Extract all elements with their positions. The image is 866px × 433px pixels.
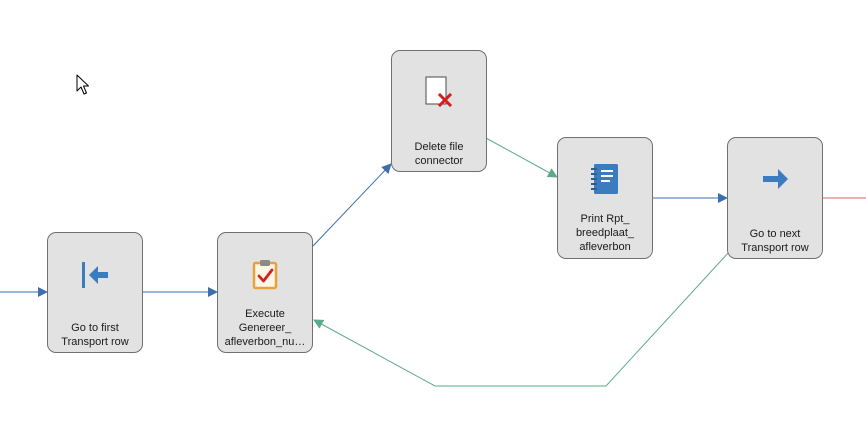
connector-execute-to-delete-file[interactable] <box>312 163 392 247</box>
arrow-right-icon <box>728 163 822 195</box>
clipboard-check-icon <box>218 258 312 290</box>
node-label: Go to next Transport row <box>741 228 809 254</box>
node-label: Print Rpt_ breedplaat_ afleverbon <box>575 213 635 253</box>
node-label: Delete file connector <box>414 141 464 167</box>
node-label: Go to first Transport row <box>61 322 129 348</box>
arrow-left-to-bar-icon <box>48 259 142 291</box>
file-delete-icon <box>392 74 486 108</box>
notebook-icon <box>558 161 652 195</box>
node-goto-next-transport-row[interactable]: Go to next Transport row <box>727 137 823 259</box>
node-delete-file-connector[interactable]: Delete file connector <box>391 50 487 172</box>
connector-delete-file-to-print-rpt[interactable] <box>485 137 558 178</box>
connector-goto-next-loop-to-execute[interactable] <box>313 251 730 387</box>
node-goto-first-transport-row[interactable]: Go to first Transport row <box>47 232 143 353</box>
node-execute-genereer-afleverbon[interactable]: Execute Genereer_ afleverbon_nu… <box>217 232 313 353</box>
node-print-rpt-breedplaat-afleverbon[interactable]: Print Rpt_ breedplaat_ afleverbon <box>557 137 653 259</box>
mouse-cursor-icon <box>76 74 89 95</box>
node-label: Execute Genereer_ afleverbon_nu… <box>224 308 306 348</box>
